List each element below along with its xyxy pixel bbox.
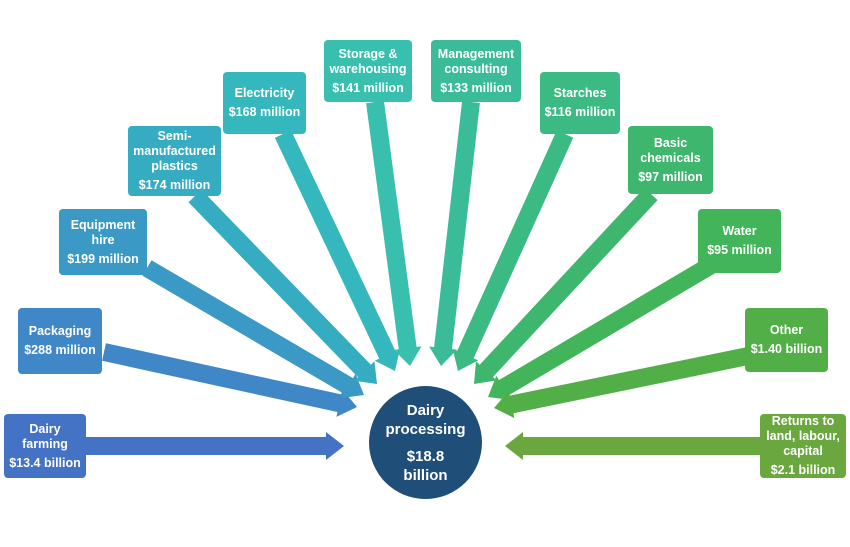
node-label: Storage & warehousing	[329, 46, 407, 76]
node-semi-manufactured-plastics: Semi- manufactured plastics $174 million	[128, 126, 221, 196]
dairy-processing-node: Dairy processing $18.8 billion	[369, 386, 482, 499]
node-water: Water $95 million	[698, 209, 781, 273]
node-storage-warehousing: Storage & warehousing $141 million	[324, 40, 412, 102]
node-label: Other	[769, 323, 804, 337]
arrow-returns	[505, 432, 760, 460]
node-value: $2.1 billion	[770, 463, 836, 477]
arrow-basic-chemicals	[474, 187, 658, 384]
arrow-electricity	[274, 130, 400, 371]
node-label: Water	[722, 224, 757, 238]
node-electricity: Electricity $168 million	[223, 72, 306, 134]
node-value: $95 million	[707, 243, 772, 257]
arrow-management-consulting	[429, 101, 480, 366]
center-value: $18.8 billion	[403, 447, 448, 484]
node-value: $97 million	[638, 169, 703, 184]
node-label: Packaging	[28, 324, 92, 338]
node-value: $288 million	[24, 343, 96, 357]
node-returns: Returns to land, labour, capital $2.1 bil…	[760, 414, 846, 478]
node-packaging: Packaging $288 million	[18, 308, 102, 374]
node-label: Electricity	[234, 86, 295, 100]
node-label: Basic chemicals	[640, 135, 701, 165]
node-other: Other $1.40 billion	[745, 308, 828, 372]
arrow-storage-warehousing	[366, 100, 422, 367]
arrow-dairy-farming	[86, 432, 344, 460]
node-value: $168 million	[228, 105, 301, 119]
node-label: Returns to land, labour, capital	[766, 414, 840, 458]
node-value: $141 million	[332, 80, 404, 95]
arrow-equipment-hire	[142, 260, 364, 398]
arrow-other	[494, 347, 750, 419]
arrow-water	[488, 256, 718, 400]
arrow-starches	[452, 130, 574, 371]
node-value: $116 million	[544, 105, 616, 119]
center-label: Dairy processing	[385, 401, 466, 438]
node-starches: Starches $116 million	[540, 72, 620, 134]
arrow-packaging	[102, 343, 357, 417]
node-label: Dairy farming	[22, 421, 68, 451]
node-value: $13.4 billion	[9, 455, 81, 470]
node-value: $1.40 billion	[750, 342, 823, 356]
node-management-consulting: Management consulting $133 million	[431, 40, 521, 102]
node-label: Equipment hire	[70, 217, 136, 247]
node-value: $174 million	[138, 178, 211, 192]
node-label: Starches	[553, 86, 607, 100]
node-equipment-hire: Equipment hire $199 million	[59, 209, 147, 275]
node-value: $133 million	[440, 80, 512, 95]
node-label: Management consulting	[437, 46, 515, 76]
node-basic-chemicals: Basic chemicals $97 million	[628, 126, 713, 194]
arrow-semi-manufactured-plastics	[188, 189, 377, 384]
node-value: $199 million	[67, 251, 139, 266]
node-dairy-farming: Dairy farming $13.4 billion	[4, 414, 86, 478]
node-label: Semi- manufactured plastics	[133, 129, 216, 173]
